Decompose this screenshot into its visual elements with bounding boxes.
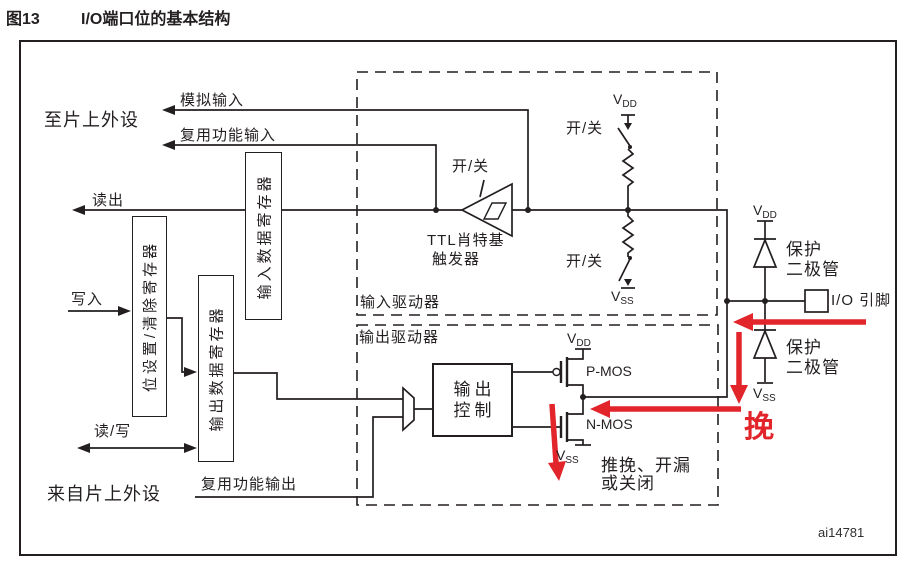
vdd-label-diode: VDD xyxy=(753,202,777,221)
input-data-register-label: 输入数据寄存器 xyxy=(256,172,274,300)
diode-icon xyxy=(752,328,778,359)
read-label: 读出 xyxy=(92,192,125,209)
wiring xyxy=(68,109,805,498)
switch-pivot-dot xyxy=(628,256,632,260)
vdd-label-pullup: VDD xyxy=(613,91,637,110)
analog-input-arrow-icon xyxy=(162,105,175,115)
red-annotation-char: 挽 xyxy=(744,411,774,444)
output-driver-box xyxy=(356,324,719,506)
bit-set-reset-register-label: 位设置/清除寄存器 xyxy=(142,240,160,393)
red-arrow-left-icon xyxy=(733,313,753,331)
to-peripherals-label: 至片上外设 xyxy=(44,110,139,130)
red-arrow-left-icon xyxy=(590,400,610,418)
switch-blade-icon xyxy=(617,127,631,147)
hysteresis-icon xyxy=(482,202,508,220)
mux-icon xyxy=(402,386,415,432)
pullup-resistor-icon xyxy=(621,148,635,210)
bit-set-reset-register-box: 位设置/清除寄存器 xyxy=(132,216,167,417)
switch-pivot-dot xyxy=(628,145,632,149)
from-peripherals-label: 来自片上外设 xyxy=(47,484,161,504)
red-arrow-down-icon xyxy=(730,385,748,404)
vss-label-nmos: VSS xyxy=(556,447,579,466)
read-write-arrow-right-icon xyxy=(184,443,197,453)
read-write-arrow-left-icon xyxy=(77,443,90,453)
output-driver-label: 输出驱动器 xyxy=(359,329,440,346)
output-control-box: 输出 控制 xyxy=(432,363,513,437)
figure-number: 图13 xyxy=(6,11,40,28)
figure-border xyxy=(19,40,897,556)
schmitt-trigger-label-2: 触发器 xyxy=(432,251,481,268)
switch-blade-icon xyxy=(618,258,631,282)
bit-set-arrow-icon xyxy=(184,367,197,377)
input-driver-box xyxy=(356,71,718,316)
nmos-label: N-MOS xyxy=(586,416,633,432)
input-driver-label: 输入驱动器 xyxy=(360,294,441,311)
pullup-pulldown-chain xyxy=(617,114,635,289)
protection-diode-label-top-1: 保护 xyxy=(786,240,822,259)
protection-diode-label-bottom-2: 二极管 xyxy=(786,358,840,377)
schmitt-trigger-label-1: TTL肖特基 xyxy=(427,232,505,249)
write-arrow-icon xyxy=(118,306,131,316)
figure-title: I/O端口位的基本结构 xyxy=(81,11,231,28)
io-pin-label: I/O 引脚 xyxy=(831,292,892,309)
protection-diode-label-top-2: 二极管 xyxy=(786,260,840,279)
on-off-label-trigger: 开/关 xyxy=(452,158,490,175)
red-annotation-arrows xyxy=(548,313,866,481)
output-data-register-label: 输出数据寄存器 xyxy=(208,305,226,432)
schmitt-trigger-icon xyxy=(460,182,513,238)
output-data-register-box: 输出数据寄存器 xyxy=(198,275,234,462)
input-data-register-box: 输入数据寄存器 xyxy=(245,152,282,320)
diode-icon xyxy=(752,237,778,268)
alt-func-input-arrow-icon xyxy=(162,140,175,150)
junction-dots xyxy=(433,207,768,400)
on-off-label-pullup: 开/关 xyxy=(566,120,604,137)
read-write-label: 读/写 xyxy=(94,423,132,440)
analog-input-label: 模拟输入 xyxy=(180,92,245,109)
output-mode-label-2: 或关闭 xyxy=(601,474,655,493)
red-arrow-down-icon xyxy=(548,461,566,481)
switch-contact-arrow-icon xyxy=(624,279,632,286)
alt-func-output-label: 复用功能输出 xyxy=(201,476,298,493)
output-control-label-top: 输出 xyxy=(453,380,496,399)
vdd-label-pmos: VDD xyxy=(567,330,591,349)
nmos-icon xyxy=(559,397,591,446)
read-arrow-icon xyxy=(72,205,85,215)
write-label: 写入 xyxy=(71,291,104,308)
figure-code: ai14781 xyxy=(818,525,865,540)
pmos-icon xyxy=(552,348,591,397)
on-off-label-pulldown: 开/关 xyxy=(566,253,604,270)
protection-diodes xyxy=(752,220,778,384)
signal-arrowheads xyxy=(72,105,197,453)
io-pin-pad-icon xyxy=(804,289,829,313)
output-control-label-bottom: 控制 xyxy=(453,401,496,420)
vss-label-diode: VSS xyxy=(753,385,776,404)
protection-diode-label-bottom-1: 保护 xyxy=(786,338,822,357)
output-mode-label-1: 推挽、开漏 xyxy=(601,456,691,475)
pmos-label: P-MOS xyxy=(586,363,632,379)
vss-label-pulldown: VSS xyxy=(611,288,634,307)
switch-contact-arrow-icon xyxy=(624,123,632,130)
pmos-gate-bubble-icon xyxy=(552,367,561,377)
alt-func-input-label: 复用功能输入 xyxy=(180,127,277,144)
pulldown-resistor-icon xyxy=(621,210,635,257)
